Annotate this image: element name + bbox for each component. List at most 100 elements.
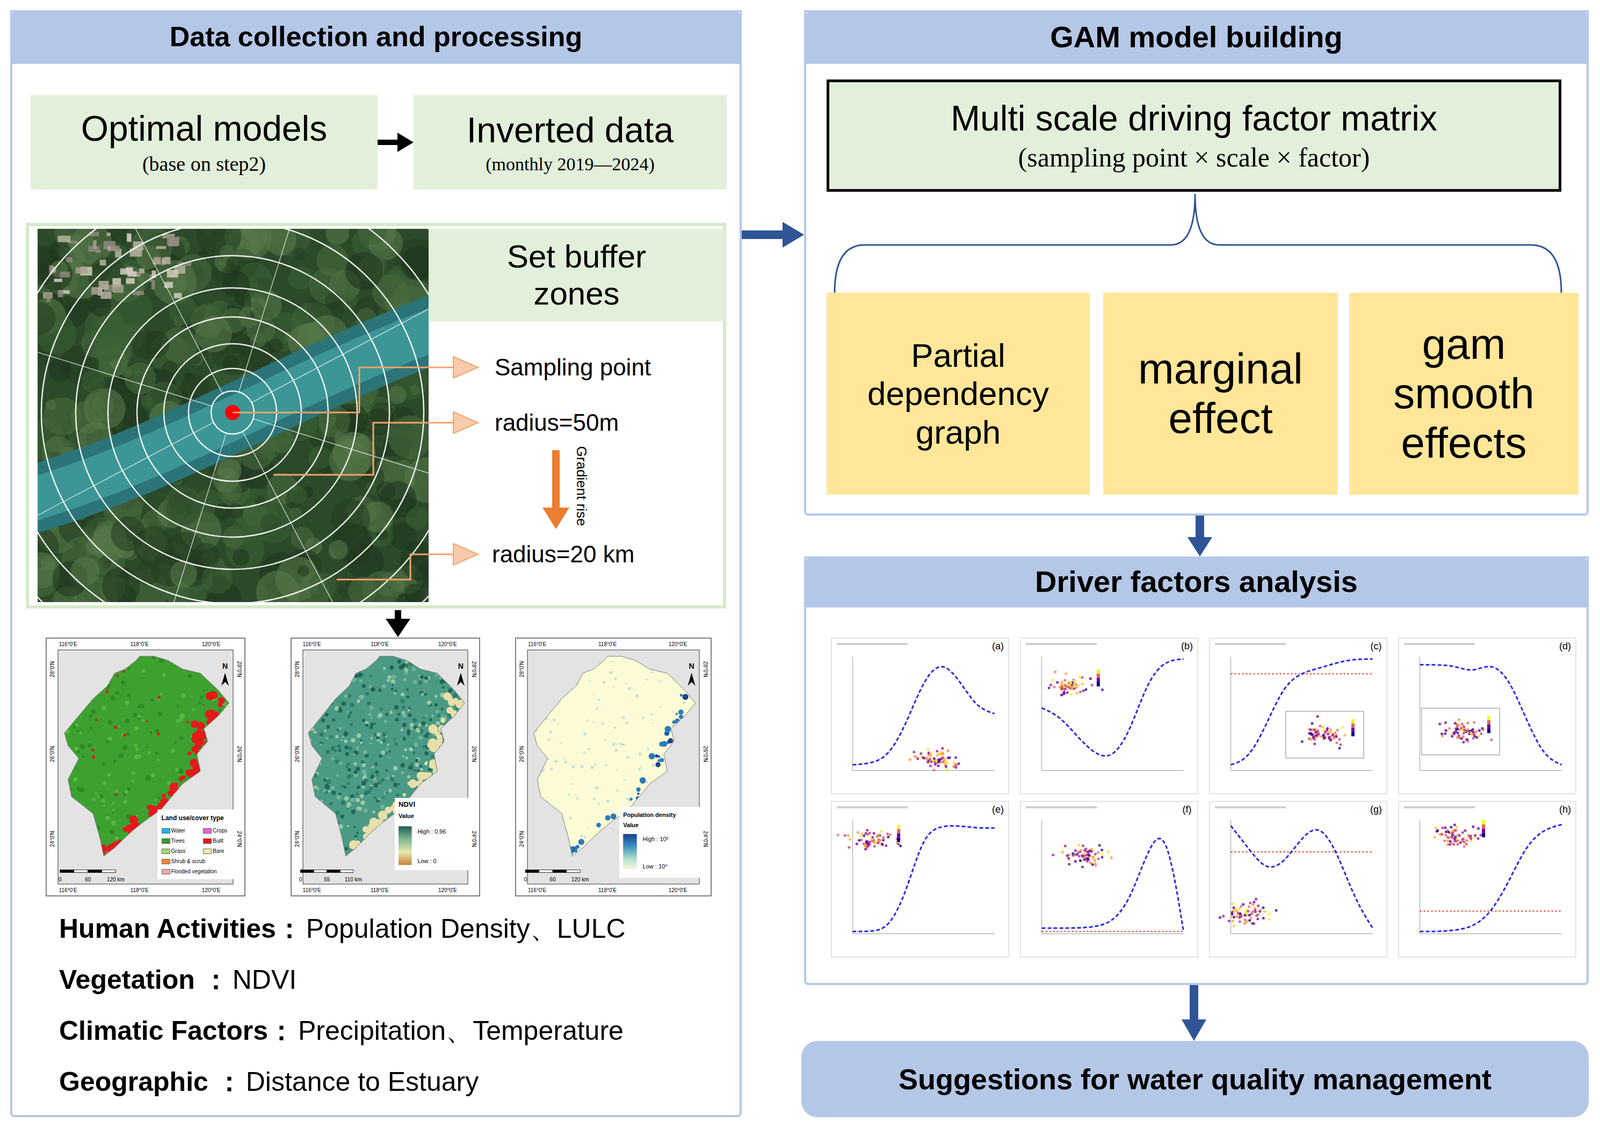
landcover-speck [82,755,85,758]
built-speck [135,842,139,845]
forest-patch [364,408,392,436]
ndvi-speck [394,689,398,693]
density-speck [625,721,629,725]
density-speck [655,804,658,806]
effect-chart [1209,638,1387,794]
density-speck [682,700,686,704]
density-speck [646,747,649,750]
ndvi-speck [356,806,361,811]
landcover-speck [64,830,69,835]
scatter-dot [1080,676,1084,679]
leader-line [273,422,456,475]
city-dot [629,797,633,801]
landcover-speck [199,754,203,758]
scale-bar [339,869,354,873]
density-speck [571,783,574,785]
ndvi-speck [395,793,400,797]
ndvi-speck [312,656,317,661]
ndvi-speck [452,662,456,666]
density-speck [677,763,680,767]
ndvi-speck [350,797,356,802]
landcover-speck [156,758,160,762]
city-dot [661,740,668,747]
ndvi-speck [435,772,439,777]
landcover-speck [130,842,134,845]
built-patch [187,751,192,756]
density-speck [606,799,610,803]
ndvi-speck [453,758,457,762]
forest-patch [401,245,429,281]
density-speck [675,728,678,731]
ndvi-speck [356,785,361,789]
landcover-speck [125,700,130,706]
ndvi-speck [307,837,311,842]
ndvi-speck [331,757,335,760]
legend-patch [619,806,704,878]
landcover-speck [179,713,185,719]
ndvi-speck [384,844,388,848]
forest-patch [40,555,56,571]
ndvi-speck [343,785,347,789]
ndvi-speck [381,684,386,689]
landcover-speck [162,672,166,677]
density-speck [621,715,626,720]
effect-curve [852,666,995,765]
ndvi-speck [455,657,459,660]
landcover-speck [170,802,176,808]
city-dot [636,792,640,795]
ndvi-speck [378,688,382,692]
landcover-speck [113,759,117,763]
ndvi-speck [380,804,386,810]
city-dot [560,854,568,861]
density-speck [670,751,673,755]
landcover-speck [202,689,205,692]
scatter-dot [1051,678,1055,682]
ndvi-speck [444,678,450,684]
low-ndvi-patch [416,779,424,788]
ndvi-speck [324,696,329,700]
ndvi-speck [367,853,371,858]
landcover-speck [201,769,206,774]
landcover-speck [225,673,229,677]
ndvi-speck [445,665,448,669]
city-dot [655,762,661,768]
landcover-speck [141,669,146,673]
ndvi-speck [451,735,455,740]
density-speck [555,663,559,668]
ndvi-speck [319,732,324,737]
ndvi-speck [317,823,322,829]
forest-patch [328,540,349,561]
ndvi-speck [369,784,372,787]
ndvi-speck [424,714,428,718]
town-block [54,278,63,282]
ndvi-speck [356,733,362,739]
landcover-speck [134,743,138,748]
ndvi-speck [408,713,412,718]
landcover-speck [133,712,137,717]
ndvi-speck [389,710,393,714]
ndvi-speck [332,817,337,822]
density-speck [597,802,600,805]
density-speck [577,671,581,674]
landcover-speck [79,732,82,735]
landcover-speck [178,798,184,805]
ndvi-speck [344,846,349,851]
ndvi-speck [404,756,408,759]
ndvi-speck [420,675,424,679]
ndvi-speck [336,794,342,800]
ndvi-speck [331,667,336,671]
ndvi-speck [391,683,395,687]
ndvi-speck [446,674,451,679]
ndvi-speck [370,775,374,779]
city-dot [654,754,658,758]
ndvi-speck [394,705,399,710]
density-speck [604,738,607,741]
ndvi-speck [348,746,353,751]
landcover-speck [102,780,107,786]
ndvi-speck [379,707,383,711]
density-speck [659,680,662,683]
ndvi-speck [306,797,311,802]
scatter-dot [1060,693,1064,697]
map-figure [515,638,712,896]
density-speck [613,726,617,729]
